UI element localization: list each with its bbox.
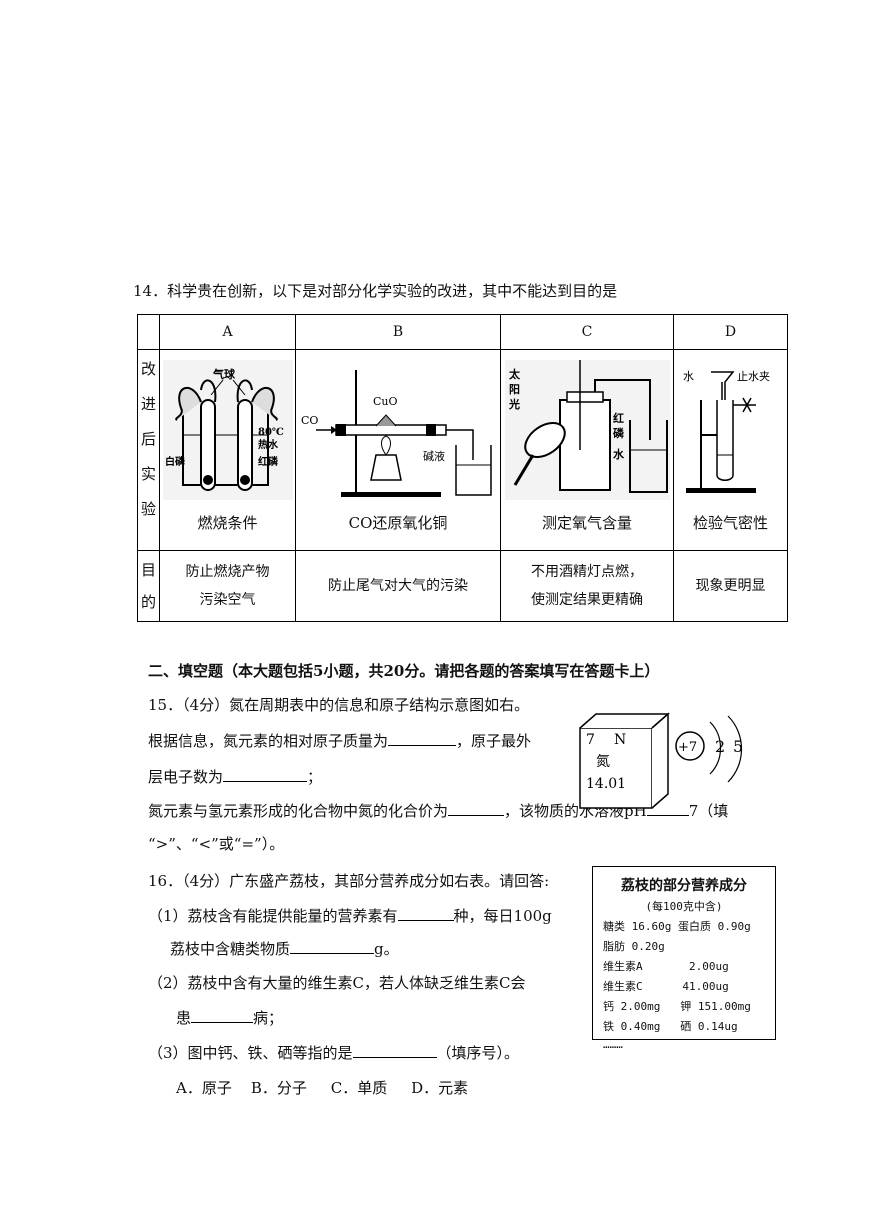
sun-label-3: 光 (508, 397, 520, 411)
caption-b: CO还原氧化铜 (348, 514, 448, 532)
atomic-number: 7 (586, 732, 595, 748)
temp-label: 80℃ (258, 427, 284, 438)
header-a: A (159, 314, 296, 350)
nutrition-row: 脂肪 0.20g (603, 940, 665, 953)
q16-part-2: （2）荔枝中含有大量的维生素C，若人体缺乏维生素C会 (148, 974, 526, 992)
atomic-mass: 14.01 (586, 776, 626, 792)
q15-blank-ph[interactable] (646, 801, 689, 816)
q15-line-1: 15．（4分）氮在周期表中的信息和原子结构示意图如右。 (148, 696, 530, 714)
nutrition-subtitle: (每100克中含) (645, 900, 723, 913)
q16-part-3: （3）图中钙、铁、硒等指的是（填序号）。 (148, 1043, 520, 1062)
q16-part-1: （1）荔枝含有能提供能量的营养素有种，每日100g (148, 906, 552, 925)
header-b: B (295, 314, 501, 350)
water-label-d: 水 (683, 370, 694, 383)
combustion-apparatus-figure: 气球 80℃ 热水 白磷 红磷 (162, 360, 293, 500)
nitrogen-element-cell: 7 N 氮 14.01 +7 2 5 (579, 712, 743, 809)
caption-c: 测定氧气含量 (541, 514, 632, 532)
purpose-c: 不用酒精灯点燃， 使测定结果更精确 (500, 550, 674, 622)
purpose-d: 现象更明显 (673, 550, 788, 622)
header-c: C (500, 314, 674, 350)
purpose-b: 防止尾气对大气的污染 (295, 550, 501, 622)
element-name: 氮 (596, 754, 610, 770)
header-d: D (673, 314, 788, 350)
nutrition-row: ……… (603, 1038, 623, 1051)
nutrition-row: 钙 2.00mg 钾 151.00mg (603, 1000, 751, 1013)
co-label: CO (301, 414, 318, 427)
experiment-a-cell: 气球 80℃ 热水 白磷 红磷 燃烧条件 (159, 349, 296, 551)
q16-options: A．原子 B．分子 C．单质 D．元素 (176, 1079, 469, 1097)
purpose-a: 防止燃烧产物 污染空气 (159, 550, 296, 622)
caption-a: 燃烧条件 (197, 514, 258, 532)
nutrition-row: 维生素A 2.00ug (603, 960, 729, 973)
sun-label-2: 阳 (509, 382, 520, 396)
nutrition-row: 维生素C 41.00ug (603, 980, 729, 993)
nucleus-charge: +7 (678, 740, 697, 755)
experiment-c-cell: 太 阳 光 红 磷 水 测定氧气含量 (500, 349, 674, 551)
q16-part-2b: 患病； (176, 1008, 284, 1027)
experiment-table: A B C D 改 进 后 实 验 (137, 314, 788, 622)
hot-water-label: 热水 (258, 438, 279, 451)
water-label-c: 水 (613, 447, 625, 461)
header-corner (137, 314, 160, 350)
shell-2-electrons: 5 (733, 737, 743, 756)
sun-label-1: 太 (508, 367, 521, 381)
q15-blank-mass[interactable] (388, 731, 457, 746)
clamp-label: 止水夹 (737, 370, 770, 383)
red-phosphorus-label-2: 磷 (613, 426, 625, 440)
section-2-title: 二、填空题（本大题包括5小题，共20分。请把各题的答案填写在答题卡上） (148, 662, 660, 680)
alkali-label: 碱液 (423, 449, 445, 463)
shell-1-electrons: 2 (715, 737, 725, 756)
lychee-nutrition-table: 荔枝的部分营养成分 (每100克中含) 糖类 16.60g 蛋白质 0.90g … (592, 866, 776, 1051)
q16-blank-sugar[interactable] (290, 939, 375, 954)
airtightness-apparatus-figure: 水 止水夹 (683, 370, 770, 493)
q15-blank-valence[interactable] (448, 801, 505, 816)
caption-d: 检验气密性 (692, 514, 768, 532)
row-label-purpose: 目 的 (137, 550, 160, 622)
co-reduction-apparatus-figure: CO CuO 碱液 (301, 370, 492, 497)
nutrition-title: 荔枝的部分营养成分 (621, 878, 747, 894)
q15-blank-electrons[interactable] (223, 767, 308, 782)
red-phosphorus-label-1: 红 (613, 411, 624, 425)
red-phosphorus-label: 红磷 (258, 455, 279, 468)
nutrition-row: 糖类 16.60g 蛋白质 0.90g (603, 920, 751, 933)
cuo-label: CuO (373, 395, 398, 408)
oxygen-content-apparatus-figure: 太 阳 光 红 磷 水 (504, 360, 670, 500)
experiment-d-cell: 水 止水夹 检验气密性 (673, 349, 788, 551)
white-phosphorus-label: 白磷 (165, 455, 186, 468)
q16-blank-answer[interactable] (352, 1043, 437, 1058)
row-label-improved: 改 进 后 实 验 (137, 349, 160, 551)
element-symbol: N (614, 732, 626, 748)
q15-line-3: 层电子数为； (148, 767, 323, 786)
q16-line-1: 16．（4分）广东盛产荔枝，其部分营养成分如右表。请回答: (148, 872, 550, 890)
question-14-stem: 14．科学贵在创新，以下是对部分化学实验的改进，其中不能达到目的是 (133, 282, 618, 300)
q16-blank-nutrients[interactable] (397, 906, 454, 921)
q16-blank-disease[interactable] (191, 1008, 254, 1023)
experiment-b-cell: CO CuO 碱液 CO还原氧化铜 (295, 349, 501, 551)
nutrition-row: 铁 0.40mg 硒 0.14ug (603, 1020, 738, 1033)
q15-line-5: “>”、“<”或“=”）。 (148, 835, 285, 853)
q15-line-2: 根据信息，氮元素的相对原子质量为，原子最外 (148, 731, 532, 750)
balloon-label: 气球 (212, 367, 236, 381)
